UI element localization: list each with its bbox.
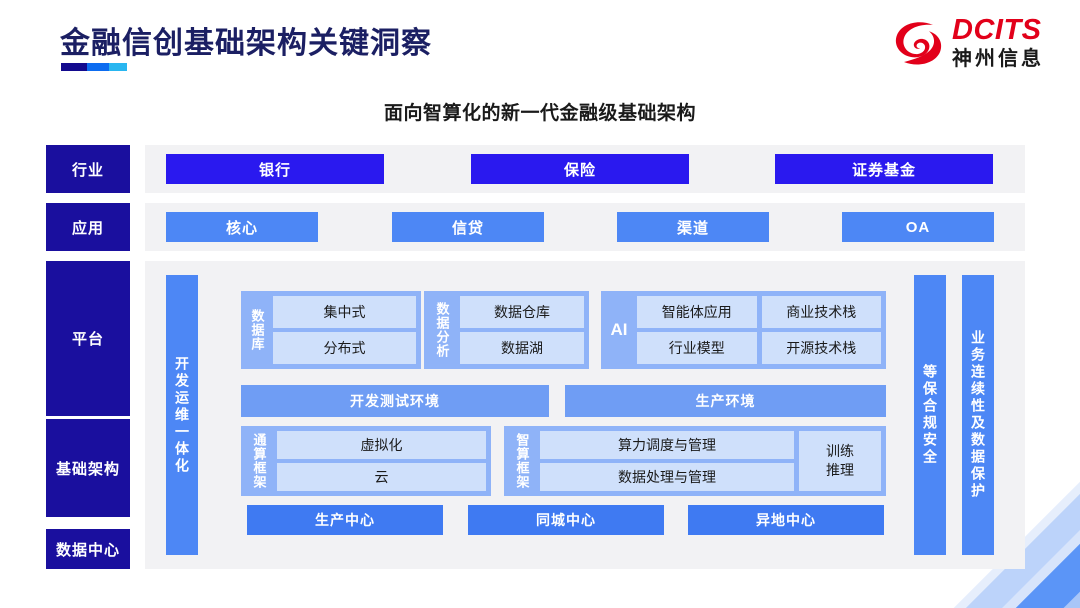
module-body-intelligent-compute: 算力调度与管理 数据处理与管理 [540, 431, 794, 491]
side-label-datacenter[interactable]: 数据中心 [46, 529, 130, 569]
tile-compute-scheduling-management[interactable]: 算力调度与管理 [540, 431, 794, 459]
tile-centralized[interactable]: 集中式 [273, 296, 416, 328]
page-title: 金融信创基础架构关键洞察 [60, 27, 432, 60]
module-title-data-analysis: 数据分析 [434, 302, 450, 358]
tile-agent-application[interactable]: 智能体应用 [637, 296, 757, 328]
industry-chip-insurance[interactable]: 保险 [471, 154, 689, 184]
tile-virtualization[interactable]: 虚拟化 [277, 431, 486, 459]
env-bar-dev-test[interactable]: 开发测试环境 [241, 385, 549, 417]
vertical-bar-business-continuity-data-protection[interactable]: 业务连续性及数据保护 [962, 275, 994, 555]
tile-data-processing-management[interactable]: 数据处理与管理 [540, 463, 794, 491]
title-underline [61, 63, 127, 71]
module-title-intelligent-compute-framework: 智算框架 [514, 433, 530, 489]
module-general-compute-framework[interactable]: 通算框架 虚拟化 云 [241, 426, 491, 496]
module-data-analysis[interactable]: 数据分析 数据仓库 数据湖 [424, 291, 589, 369]
module-title-general-compute-framework: 通算框架 [251, 433, 267, 489]
industry-chip-bank[interactable]: 银行 [166, 154, 384, 184]
logo-cn-text: 神州信息 [952, 48, 1044, 70]
tile-data-lake[interactable]: 数据湖 [460, 332, 584, 364]
env-bar-production[interactable]: 生产环境 [565, 385, 886, 417]
module-body-database: 集中式 分布式 [273, 296, 416, 364]
dcits-swirl-icon [895, 21, 942, 65]
side-label-platform[interactable]: 平台 [46, 261, 130, 416]
side-label-infrastructure[interactable]: 基础架构 [46, 419, 130, 517]
tile-training-inference[interactable]: 训练 推理 [799, 431, 881, 491]
industry-chip-securities-fund[interactable]: 证券基金 [775, 154, 993, 184]
module-title-ai: AI [610, 320, 628, 339]
vertical-bar-compliance-security[interactable]: 等保合规安全 [914, 275, 946, 555]
datacenter-chip-production[interactable]: 生产中心 [247, 505, 443, 535]
tile-distributed[interactable]: 分布式 [273, 332, 416, 364]
side-label-application[interactable]: 应用 [46, 203, 130, 251]
tile-open-source-tech-stack[interactable]: 开源技术栈 [761, 332, 881, 364]
tile-cloud[interactable]: 云 [277, 463, 486, 491]
vertical-bar-devops[interactable]: 开发运维一体化 [166, 275, 198, 555]
logo-text: DCITS 神州信息 [952, 14, 1044, 70]
module-body-data-analysis: 数据仓库 数据湖 [460, 296, 584, 364]
diagram-subtitle: 面向智算化的新一代金融级基础架构 [383, 103, 696, 124]
module-ai[interactable]: AI 智能体应用 行业模型 商业技术栈 开源技术栈 [601, 291, 886, 369]
company-logo: DCITS 神州信息 [892, 16, 1044, 69]
application-chip-oa[interactable]: OA [842, 212, 994, 242]
header: 金融信创基础架构关键洞察 DCITS 神州信息 [0, 0, 1080, 88]
tile-inference-label: 推理 [826, 462, 854, 478]
module-intelligent-compute-framework[interactable]: 智算框架 算力调度与管理 数据处理与管理 训练 推理 [504, 426, 886, 496]
module-ai-column-2: 商业技术栈 开源技术栈 [761, 296, 881, 364]
module-title-database: 数据库 [249, 309, 265, 351]
logo-en-text: DCITS [952, 14, 1042, 46]
underline-segment-2 [87, 63, 109, 71]
module-body-ai: 智能体应用 行业模型 商业技术栈 开源技术栈 [637, 296, 881, 364]
datacenter-chip-remote[interactable]: 异地中心 [688, 505, 884, 535]
module-database[interactable]: 数据库 集中式 分布式 [241, 291, 421, 369]
application-chip-core[interactable]: 核心 [166, 212, 318, 242]
module-ai-column-1: 智能体应用 行业模型 [637, 296, 757, 364]
application-chip-channel[interactable]: 渠道 [617, 212, 769, 242]
tile-industry-model[interactable]: 行业模型 [637, 332, 757, 364]
datacenter-chip-same-city[interactable]: 同城中心 [468, 505, 664, 535]
application-chip-credit[interactable]: 信贷 [392, 212, 544, 242]
tile-training-label: 训练 [826, 443, 854, 460]
tile-commercial-tech-stack[interactable]: 商业技术栈 [761, 296, 881, 328]
underline-segment-3 [108, 63, 127, 71]
side-label-industry[interactable]: 行业 [46, 145, 130, 193]
module-body-general-compute: 虚拟化 云 [277, 431, 486, 491]
tile-data-warehouse[interactable]: 数据仓库 [460, 296, 584, 328]
underline-segment-1 [61, 63, 88, 71]
